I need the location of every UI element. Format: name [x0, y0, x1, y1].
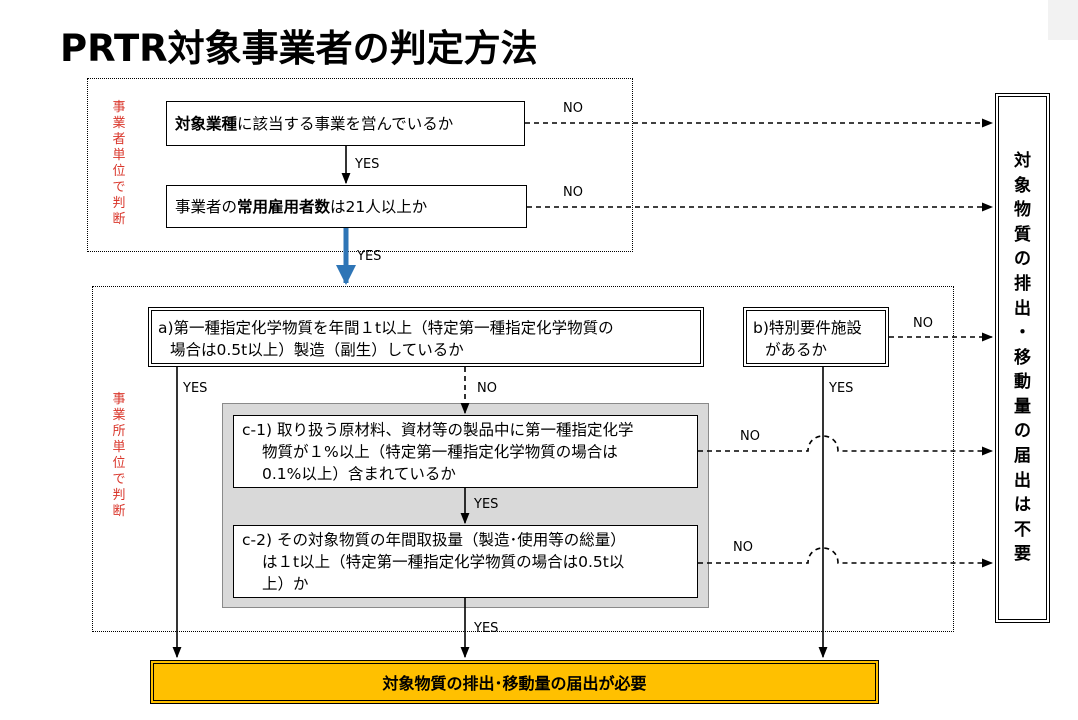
region-label-business: 事業者単位で判断 [110, 100, 128, 228]
condition-c2-line2: は１t以上（特定第一種指定化学物質の場合は0.5t以 [262, 553, 625, 571]
condition-c2-line3: 上）か [262, 575, 309, 593]
report-not-required-char: 移 [1014, 347, 1031, 368]
condition-b-line1: b)特別要件施設 [753, 319, 862, 337]
report-not-required-char: 要 [1014, 544, 1031, 565]
business-unit-region [87, 78, 633, 252]
report-not-required-char: 不 [1014, 519, 1031, 540]
condition-c1-line1: c-1) 取り扱う原材料、資材等の製品中に第一種指定化学 [242, 421, 634, 439]
arrow-c1-no [698, 435, 994, 456]
condition-a-box: a)第一種指定化学物質を年間１t以上（特定第一種指定化学物質の 場合は0.5t以… [148, 307, 704, 367]
question-target-industry: 対象業種に該当する事業を営んでいるか [166, 101, 525, 146]
report-not-required-char: ・ [1014, 323, 1031, 344]
report-not-required-char: 物 [1014, 200, 1031, 221]
label-yes-q2: YES [357, 249, 382, 264]
region-label-facility: 事業所単位で判断 [110, 392, 128, 520]
label-yes-a: YES [183, 381, 208, 396]
condition-c2-box: c-2) その対象物質の年間取扱量（製造･使用等の総量） は１t以上（特定第一種… [233, 525, 698, 598]
report-required-box: 対象物質の排出･移動量の届出が必要 [150, 660, 879, 704]
question-employee-count: 事業者の常用雇用者数は21人以上か [166, 185, 527, 228]
condition-b-line2: があるか [765, 341, 828, 359]
facility-unit-region [92, 286, 954, 632]
label-yes-b: YES [829, 381, 854, 396]
report-not-required-text: 対象物質の排出・移動量の届出は不要 [1014, 149, 1031, 567]
label-yes-c2: YES [474, 621, 499, 636]
report-not-required-char: 量 [1014, 396, 1031, 417]
slide-corner-decoration [1048, 0, 1078, 40]
arrow-c2-no [698, 547, 994, 568]
label-no-a: NO [477, 381, 497, 396]
report-not-required-box: 対象物質の排出・移動量の届出は不要 [995, 93, 1050, 623]
report-not-required-char: の [1014, 421, 1031, 442]
report-required-text: 対象物質の排出･移動量の届出が必要 [382, 674, 647, 693]
condition-a-line2: 場合は0.5t以上）製造（副生）しているか [170, 341, 464, 359]
region-label-facility-text: 事業所単位で判断 [112, 392, 126, 519]
label-yes-q1: YES [355, 157, 380, 172]
label-no-q2: NO [563, 185, 583, 200]
label-no-c2: NO [733, 540, 753, 555]
condition-c1-line3: 0.1%以上）含まれているか [262, 465, 456, 483]
q2-text: 事業者の常用雇用者数は21人以上か [175, 196, 427, 218]
label-no-b: NO [913, 316, 933, 331]
q1-rest: に該当する事業を営んでいるか [237, 114, 454, 133]
condition-c1-line2: 物質が１%以上（特定第一種指定化学物質の場合は [262, 443, 618, 461]
q2-post: は21人以上か [330, 197, 428, 216]
report-not-required-char: は [1014, 495, 1031, 516]
label-no-c1: NO [740, 429, 760, 444]
condition-c2-line1: c-2) その対象物質の年間取扱量（製造･使用等の総量） [242, 531, 626, 549]
report-not-required-char: 動 [1014, 372, 1031, 393]
q1-text: 対象業種に該当する事業を営んでいるか [175, 113, 453, 135]
report-not-required-char: 排 [1014, 273, 1031, 294]
report-not-required-char: 対 [1014, 150, 1031, 171]
report-not-required-char: 出 [1014, 470, 1031, 491]
region-label-business-text: 事業者単位で判断 [112, 100, 126, 227]
report-not-required-char: 出 [1014, 298, 1031, 319]
page-title: PRTR対象事業者の判定方法 [60, 27, 538, 70]
q2-pre: 事業者の [175, 197, 238, 216]
report-not-required-char: の [1014, 249, 1031, 270]
label-no-q1: NO [563, 101, 583, 116]
condition-c1-box: c-1) 取り扱う原材料、資材等の製品中に第一種指定化学 物質が１%以上（特定第… [233, 415, 698, 488]
report-not-required-char: 届 [1014, 446, 1031, 467]
condition-a-line1: a)第一種指定化学物質を年間１t以上（特定第一種指定化学物質の [158, 319, 614, 337]
q2-bold: 常用雇用者数 [237, 197, 331, 216]
q1-bold: 対象業種 [175, 114, 238, 133]
condition-b-box: b)特別要件施設 があるか [743, 307, 889, 367]
report-not-required-char: 質 [1014, 224, 1031, 245]
report-not-required-char: 象 [1014, 175, 1031, 196]
label-yes-c1: YES [474, 497, 499, 512]
